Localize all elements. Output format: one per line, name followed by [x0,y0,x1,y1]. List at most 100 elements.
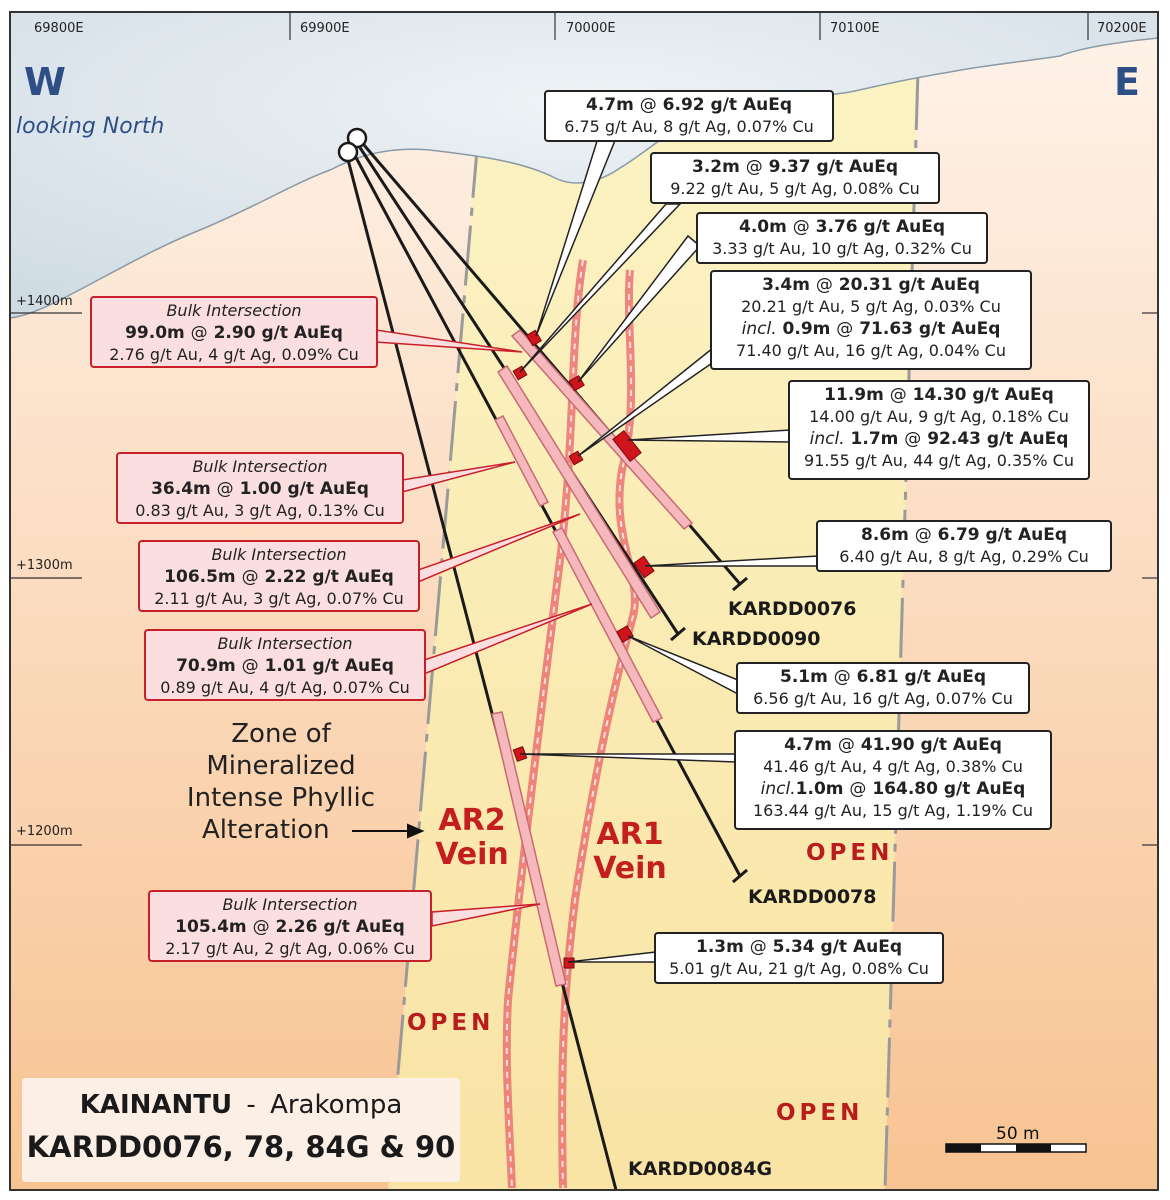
bulk-callout-result: 99.0m @ 2.90 g/t AuEq [125,323,343,343]
kardd0084g-trace [344,151,618,1191]
zone-label-line-4: Alteration [202,815,330,845]
zone-label-line-3: Intense Phyllic [186,783,376,813]
ar2-vein-name: AR2 [438,803,506,838]
intersection-callout-4: 3.4m @ 20.31 g/t AuEq 20.21 g/t Au, 5 g/… [710,270,1032,370]
ar2-vein-word: Vein [435,837,509,872]
zone-label-line-1: Zone of [231,719,331,749]
intersection-callout-6: 8.6m @ 6.79 g/t AuEq 6.40 g/t Au, 8 g/t … [816,520,1112,572]
bulk-callout-2: Bulk Intersection 36.4m @ 1.00 g/t AuEq … [116,452,404,524]
intersection-detail: 41.46 g/t Au, 4 g/t Ag, 0.38% Cu [763,757,1023,776]
frame [9,11,1159,1191]
bulk-callout-detail: 2.11 g/t Au, 3 g/t Ag, 0.07% Cu [154,589,404,608]
intersection-result: 8.6m @ 6.79 g/t AuEq [860,525,1067,545]
collar-lower [337,141,359,163]
intersection-incl-result: incl. 1.7m @ 92.43 g/t AuEq [809,429,1069,449]
leader-lines [519,137,819,963]
intersection-callout-7: 5.1m @ 6.81 g/t AuEq 6.56 g/t Au, 16 g/t… [736,662,1030,714]
collar-upper [346,127,368,149]
intersection-result: 4.0m @ 3.76 g/t AuEq [738,217,945,237]
easting-label-69800: 69800E [34,21,84,36]
title-project: KAINANTU [79,1090,233,1120]
intersection-detail: 6.75 g/t Au, 8 g/t Ag, 0.07% Cu [564,117,814,136]
bulk-intersection-bars [491,328,694,987]
intersection-detail: 6.56 g/t Au, 16 g/t Ag, 0.07% Cu [753,689,1013,708]
intersection-detail: 5.01 g/t Au, 21 g/t Ag, 0.08% Cu [669,959,929,978]
elevation-label-1300: +1300m [16,558,73,573]
bulk-callout-result: 70.9m @ 1.01 g/t AuEq [176,656,394,676]
intersection-incl-detail: 91.55 g/t Au, 44 g/t Ag, 0.35% Cu [804,451,1074,470]
elevation-label-1400: +1400m [16,294,73,309]
easting-label-70200: 70200E [1097,21,1147,36]
intersection-callout-1: 4.7m @ 6.92 g/t AuEq 6.75 g/t Au, 8 g/t … [544,90,834,142]
zone-arrow [352,823,425,839]
bulk-callout-5: Bulk Intersection 105.4m @ 2.26 g/t AuEq… [148,890,432,962]
hole-end-caps [670,576,748,884]
east-label: E [1114,60,1140,104]
intersection-callout-5: 11.9m @ 14.30 g/t AuEq 14.00 g/t Au, 9 g… [788,380,1090,480]
open-label-east: OPEN [806,840,894,866]
bulk-callout-header: Bulk Intersection [166,301,302,320]
intersection-detail: 20.21 g/t Au, 5 g/t Ag, 0.03% Cu [741,297,1001,316]
bulk-callout-result: 106.5m @ 2.22 g/t AuEq [164,567,394,587]
hole-label-kardd0078: KARDD0078 [748,886,877,908]
bulk-callout-header: Bulk Intersection [192,457,328,476]
intersection-incl-result: incl. 0.9m @ 71.63 g/t AuEq [741,319,1001,339]
ar1-vein-word: Vein [593,851,667,886]
intersection-incl-detail: 71.40 g/t Au, 16 g/t Ag, 0.04% Cu [736,341,1006,360]
intersection-result: 4.7m @ 41.90 g/t AuEq [784,735,1002,755]
intersection-detail: 6.40 g/t Au, 8 g/t Ag, 0.29% Cu [839,547,1089,566]
bulk-callout-header: Bulk Intersection [211,545,347,564]
intersection-detail: 14.00 g/t Au, 9 g/t Ag, 0.18% Cu [809,407,1069,426]
scale-bar-label: 50 m [996,1124,1040,1144]
open-label-bottom-right: OPEN [776,1100,864,1126]
west-label: W [24,60,66,104]
title-holes: KARDD0076, 78, 84G & 90 [26,1130,456,1164]
bulk-callout-header: Bulk Intersection [222,895,358,914]
high-grade-markers [512,329,655,969]
title-separator: - [246,1090,256,1120]
bulk-callout-detail: 2.76 g/t Au, 4 g/t Ag, 0.09% Cu [109,345,359,364]
title-box: KAINANTU - Arakompa KARDD0076, 78, 84G &… [22,1078,460,1182]
easting-label-70000: 70000E [566,21,616,36]
bulk-callout-detail: 2.17 g/t Au, 2 g/t Ag, 0.06% Cu [165,939,415,958]
intersection-callout-2: 3.2m @ 9.37 g/t AuEq 9.22 g/t Au, 5 g/t … [650,152,940,204]
intersection-result: 3.2m @ 9.37 g/t AuEq [691,157,898,177]
intersection-callout-9: 1.3m @ 5.34 g/t AuEq 5.01 g/t Au, 21 g/t… [654,932,944,984]
bulk-callout-1: Bulk Intersection 99.0m @ 2.90 g/t AuEq … [90,296,378,368]
easting-label-69900: 69900E [300,21,350,36]
intersection-result: 1.3m @ 5.34 g/t AuEq [695,937,902,957]
bulk-callout-result: 36.4m @ 1.00 g/t AuEq [151,479,369,499]
ar1-vein-label: AR1 Vein [590,818,670,886]
zone-label-line-2: Mineralized [206,751,356,781]
scale-bar [945,1143,1087,1153]
bulk-callout-4: Bulk Intersection 70.9m @ 1.01 g/t AuEq … [144,629,426,701]
bulk-callout-result: 105.4m @ 2.26 g/t AuEq [175,917,405,937]
intersection-detail: 9.22 g/t Au, 5 g/t Ag, 0.08% Cu [670,179,920,198]
hole-label-kardd0084g: KARDD0084G [628,1158,773,1180]
intersection-result: 3.4m @ 20.31 g/t AuEq [762,275,980,295]
ar1-vein-name: AR1 [596,817,664,852]
title-project-line: KAINANTU - Arakompa [22,1090,460,1120]
title-prospect: Arakompa [270,1090,403,1120]
intersection-callout-8: 4.7m @ 41.90 g/t AuEq 41.46 g/t Au, 4 g/… [734,730,1052,830]
elevation-label-1200: +1200m [16,824,73,839]
intersection-callout-3: 4.0m @ 3.76 g/t AuEq 3.33 g/t Au, 10 g/t… [696,212,988,264]
bulk-callout-detail: 0.83 g/t Au, 3 g/t Ag, 0.13% Cu [135,501,385,520]
intersection-incl-detail: 163.44 g/t Au, 15 g/t Ag, 1.19% Cu [752,801,1034,820]
intersection-detail: 3.33 g/t Au, 10 g/t Ag, 0.32% Cu [712,239,972,258]
zone-label: Zone of Mineralized Intense Phyllic Alte… [176,718,386,846]
hole-label-kardd0076: KARDD0076 [728,598,857,620]
bulk-callout-3: Bulk Intersection 106.5m @ 2.22 g/t AuEq… [138,540,420,612]
intersection-result: 4.7m @ 6.92 g/t AuEq [585,95,792,115]
open-label-bottom-left: OPEN [407,1010,495,1036]
grid-ticks [10,12,1158,846]
bulk-callout-header: Bulk Intersection [217,634,353,653]
hole-label-kardd0090: KARDD0090 [692,628,821,650]
bulk-leader-lines [375,329,593,927]
intersection-incl-result: incl.1.0m @ 164.80 g/t AuEq [760,779,1026,799]
intersection-result: 11.9m @ 14.30 g/t AuEq [824,385,1054,405]
bulk-callout-detail: 0.89 g/t Au, 4 g/t Ag, 0.07% Cu [160,678,410,697]
intersection-result: 5.1m @ 6.81 g/t AuEq [779,667,986,687]
